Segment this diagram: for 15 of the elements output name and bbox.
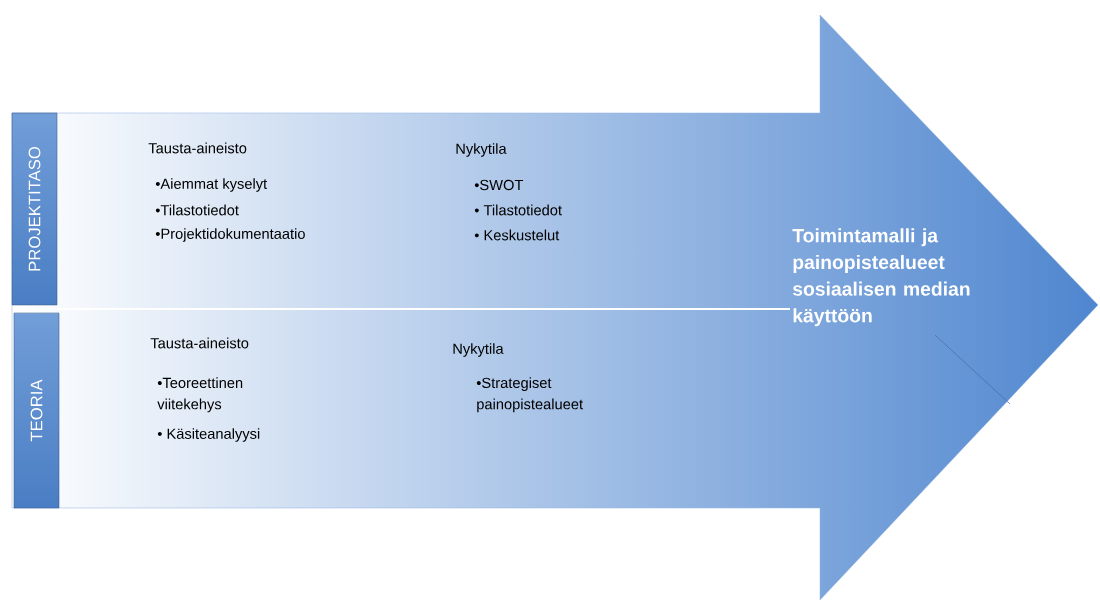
bullet-item: •SWOT [474,179,524,191]
heading-text: Nykytila [456,143,507,157]
bullet-item: •Teoreettinen viitekehys [157,377,243,413]
side-tab: PROJEKTITASO [11,112,58,306]
bullet-item: •Strategiset painopistealueet [476,377,583,413]
heading-text: Tausta-aineisto [148,142,247,154]
bullet-item: • Keskustelut [474,229,560,241]
bullet-item: •Projektidokumentaatio [155,228,305,242]
heading-text: Tausta-aineisto [150,337,249,349]
bullet-item: • Tilastotiedot [474,204,562,216]
side-tab: TEORIA [13,312,60,509]
bullet-item: •Tilastotiedot [155,204,239,216]
bullet-item: •Aiemmat kyselyt [155,178,268,192]
heading-text: Nykytila [453,343,504,357]
bullet-item: • Käsiteanalyysi [157,428,260,442]
